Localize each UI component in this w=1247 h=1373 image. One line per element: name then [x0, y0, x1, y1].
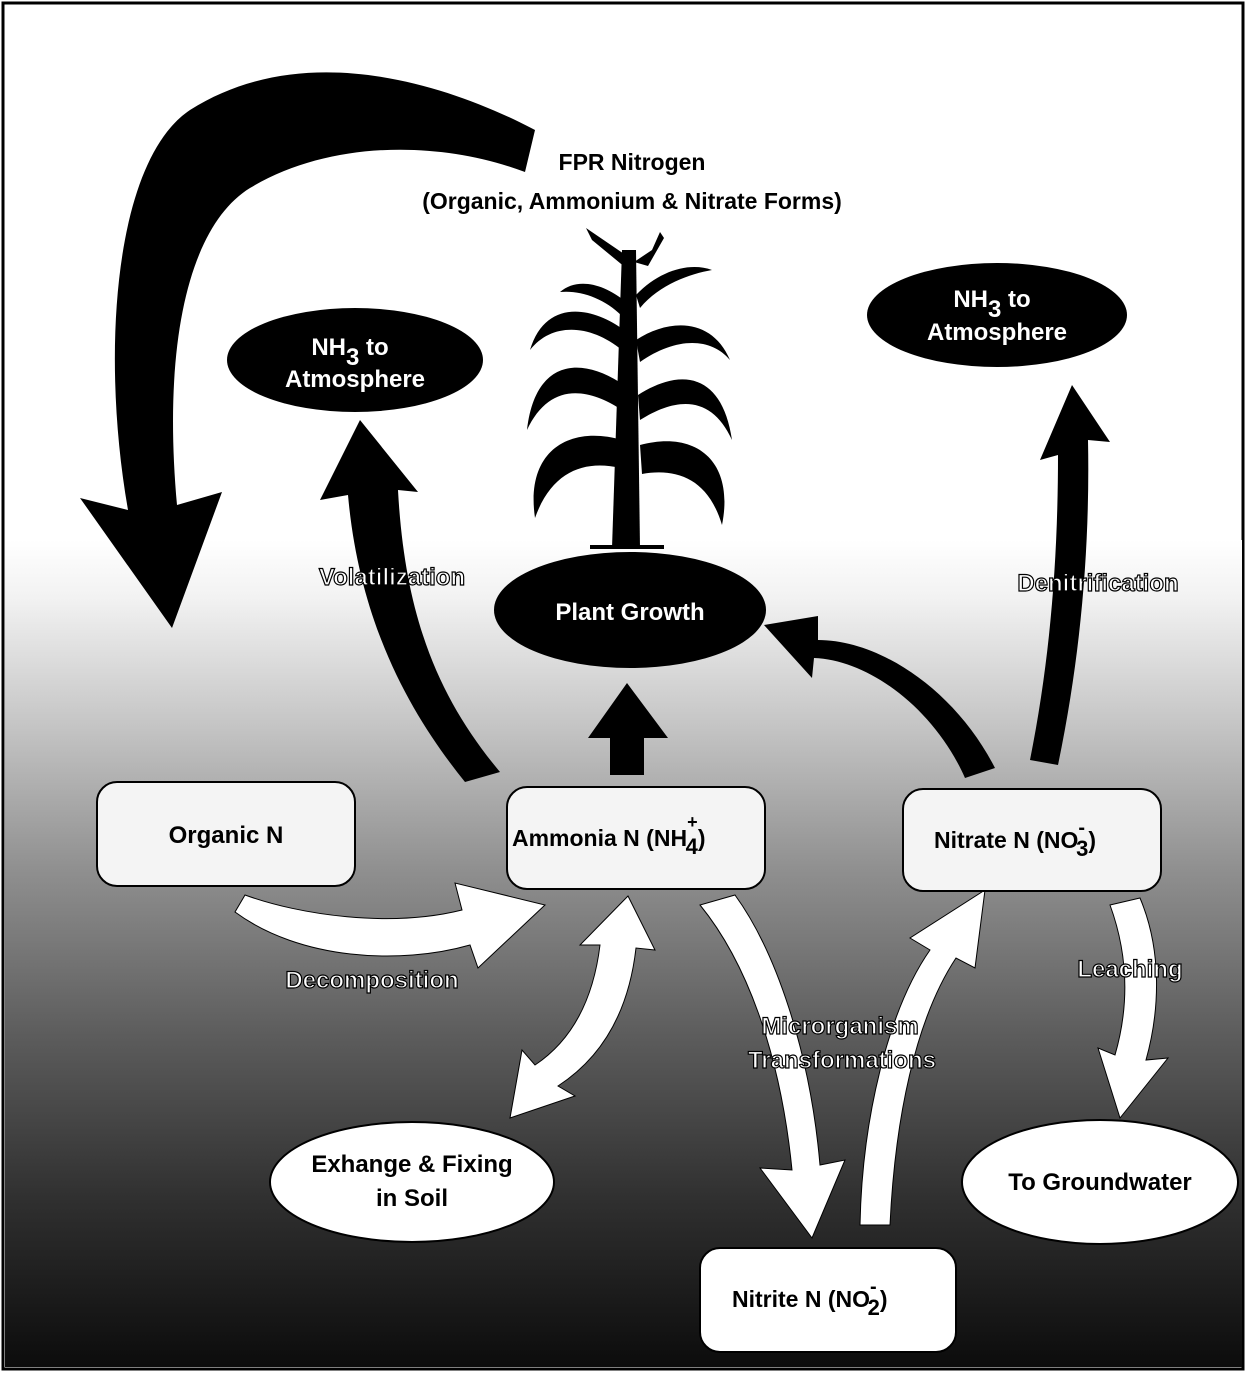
nitrate-n-sup: - [1078, 817, 1085, 839]
volatilization-label: Volatilization [319, 564, 465, 591]
nh3-left-sub: 3 [346, 344, 359, 371]
fpr-application-arrow [80, 72, 535, 629]
exchange-line-2: in Soil [376, 1185, 448, 1212]
nitrite-n-main: Nitrite N (NO [732, 1286, 870, 1312]
corn-plant-icon [527, 228, 732, 549]
title-line-2: (Organic, Ammonium & Nitrate Forms) [422, 188, 842, 214]
plant-growth-label: Plant Growth [555, 599, 704, 626]
denitrification-label: Denitrification [1017, 570, 1178, 597]
nitrate-n-tail: ) [1088, 827, 1096, 853]
title-line-1: FPR Nitrogen [559, 149, 706, 175]
ammonia-n-main: Ammonia N (NH [512, 825, 687, 851]
nh3-atmosphere-left-ellipse [227, 308, 483, 412]
nh3-right-to: to [1001, 286, 1030, 313]
denitrification-arrow [1030, 385, 1110, 765]
organic-n-label: Organic N [169, 822, 284, 849]
exchange-fixing-ellipse [269, 1121, 555, 1243]
nitrite-n-sup: - [870, 1276, 877, 1298]
nitrate-to-plant-arrow [764, 616, 995, 778]
nitrate-n-label: Nitrate N (NO-3) [934, 817, 1096, 861]
volatilization-arrow [320, 420, 500, 782]
nh3-right-sub: 3 [988, 296, 1001, 323]
ammonia-n-sup: + [687, 812, 698, 832]
nh3-atmosphere-left-line-1: NH3 to [311, 334, 388, 371]
nitrite-n-sub: 2 [868, 1295, 880, 1320]
ammonia-n-tail: ) [698, 825, 706, 851]
ammonia-n-box [506, 786, 766, 890]
nitrate-n-main: Nitrate N (NO [934, 827, 1078, 853]
nh3-right-nh: NH [953, 286, 988, 313]
leaching-label: Leaching [1077, 956, 1182, 983]
exchange-line-1: Exhange & Fixing [311, 1151, 512, 1178]
nh3-atmosphere-left-line-2: Atmosphere [285, 366, 425, 393]
nh3-atmosphere-right-line-1: NH3 to [953, 286, 1030, 323]
groundwater-label: To Groundwater [1008, 1169, 1192, 1196]
decomposition-label: Decomposition [285, 967, 458, 994]
decomposition-arrow [234, 882, 547, 969]
organic-n-box [96, 781, 356, 887]
groundwater-ellipse [961, 1119, 1239, 1245]
microorganism-label-line-1: Microrganism [761, 1013, 918, 1040]
nitrate-n-sub: 3 [1076, 836, 1088, 861]
nh3-atmosphere-right-line-2: Atmosphere [927, 319, 1067, 346]
nh3-atmosphere-right-ellipse [867, 263, 1127, 367]
nitrite-n-box [699, 1247, 957, 1353]
nitrite-n-tail: ) [880, 1286, 888, 1312]
ammonia-n-label: Ammonia N (NH+4) [512, 812, 706, 859]
ammonia-to-plant-arrow [588, 683, 668, 775]
nitrite-n-label: Nitrite N (NO-2) [732, 1276, 888, 1320]
exchange-double-arrow [509, 895, 656, 1119]
microorganism-label-line-2: Transformations [748, 1047, 936, 1074]
nh3-left-nh: NH [311, 334, 346, 361]
nitrate-n-box [902, 788, 1162, 892]
plant-growth-ellipse [494, 552, 766, 668]
ammonia-n-sub: 4 [686, 834, 699, 859]
leaching-arrow [1097, 897, 1170, 1120]
nh3-left-to: to [359, 334, 388, 361]
ammonia-to-nitrite-arrow [699, 894, 846, 1239]
